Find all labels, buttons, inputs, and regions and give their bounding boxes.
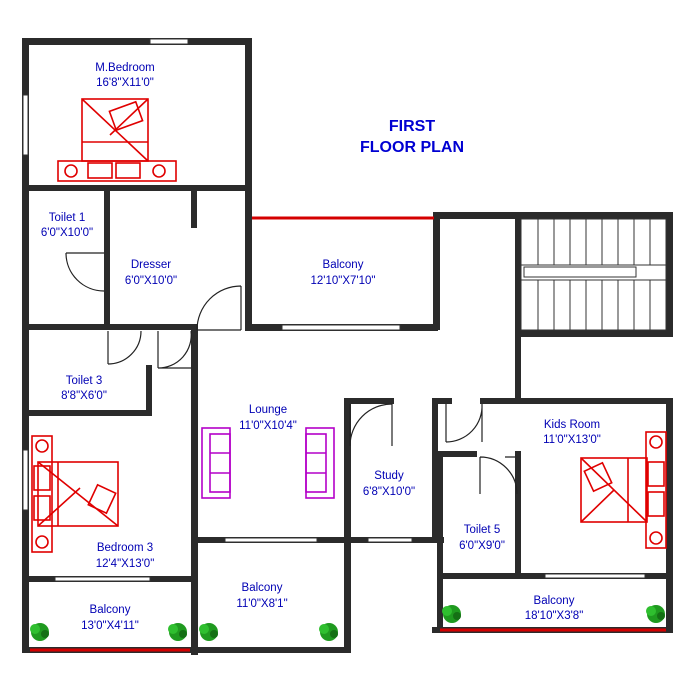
plant-2 xyxy=(168,623,187,641)
plant-4 xyxy=(319,623,338,641)
master-bed xyxy=(57,98,177,182)
windows xyxy=(22,38,646,582)
window-study xyxy=(367,537,413,543)
door-swing-icon xyxy=(65,252,518,495)
window-master-top xyxy=(149,38,189,45)
room-size-toilet3: 8'8"X6'0" xyxy=(61,390,107,402)
room-size-bedroom3: 12'4"X13'0" xyxy=(96,558,155,570)
staircase-icon xyxy=(520,218,667,331)
room-name-toilet5: Toilet 5 xyxy=(464,524,500,536)
room-name-balcony-top: Balcony xyxy=(323,259,364,271)
room-size-kids-room: 11'0"X13'0" xyxy=(543,434,601,446)
room-size-study: 6'8"X10'0" xyxy=(363,486,415,498)
room-size-lounge: 11'0"X10'4" xyxy=(239,420,297,432)
kids-bed xyxy=(580,431,667,549)
room-name-lounge: Lounge xyxy=(249,404,287,416)
room-size-balcony-left: 13'0"X4'11" xyxy=(81,620,139,632)
window-bedroom3 xyxy=(54,576,151,582)
plan-title-line1: FIRST xyxy=(389,118,435,135)
room-size-master-bedroom: 16'8"X11'0" xyxy=(96,77,154,89)
balcony-railings xyxy=(30,216,666,652)
room-name-toilet3: Toilet 3 xyxy=(66,375,102,387)
room-name-balcony-left: Balcony xyxy=(90,604,131,616)
window-bedroom3-side xyxy=(22,449,29,511)
double-bed-icon xyxy=(31,98,667,553)
room-size-dresser: 6'0"X10'0" xyxy=(125,275,177,287)
room-name-bedroom3: Bedroom 3 xyxy=(97,542,153,554)
window-balcony-top xyxy=(281,324,401,331)
bedroom3-bed xyxy=(31,435,119,553)
room-name-balcony-right: Balcony xyxy=(534,595,575,607)
window-master-side xyxy=(22,94,29,156)
room-name-study: Study xyxy=(374,470,404,482)
room-size-balcony-top: 12'10"X7'10" xyxy=(311,275,376,287)
room-name-toilet1: Toilet 1 xyxy=(49,212,85,224)
room-name-dresser: Dresser xyxy=(131,259,171,271)
plan-title-line2: FLOOR PLAN xyxy=(360,139,464,156)
room-name-master-bedroom: M.Bedroom xyxy=(95,62,154,74)
plant-1 xyxy=(30,623,49,641)
plant-6 xyxy=(646,605,665,623)
sofa-icon xyxy=(201,427,335,499)
window-kids xyxy=(544,573,646,579)
plant-3 xyxy=(199,623,218,641)
window-lounge xyxy=(224,537,318,543)
room-name-kids-room: Kids Room xyxy=(544,419,600,431)
plant-icon xyxy=(30,605,665,641)
lounge-sofa-right xyxy=(305,427,335,499)
room-size-balcony-right: 18'10"X3'8" xyxy=(525,610,584,622)
room-size-balcony-mid: 11'0"X8'1" xyxy=(236,598,287,610)
room-name-balcony-mid: Balcony xyxy=(242,582,283,594)
plant-5 xyxy=(442,605,461,623)
room-labels: M.Bedroom 16'8"X11'0" Toilet 1 6'0"X10'0… xyxy=(41,62,601,632)
room-size-toilet1: 6'0"X10'0" xyxy=(41,227,93,239)
lounge-sofa-left xyxy=(201,427,231,499)
room-size-toilet5: 6'0"X9'0" xyxy=(459,540,505,552)
